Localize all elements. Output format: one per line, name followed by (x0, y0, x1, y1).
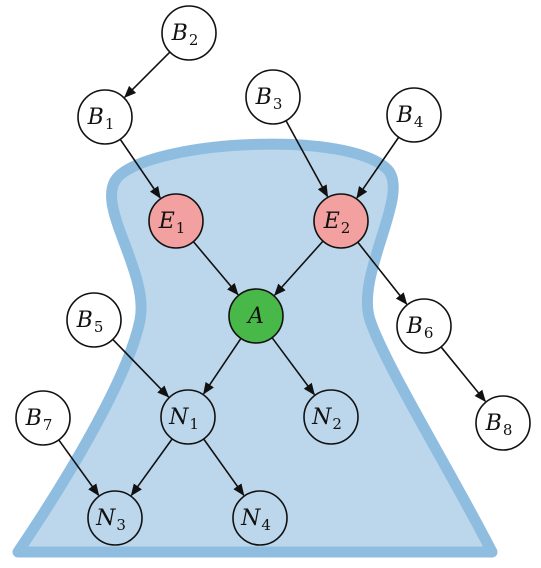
node-label-main: E (158, 209, 175, 234)
node-circle (228, 288, 284, 344)
node-label-main: B (171, 21, 188, 46)
node-label-subscript: 1 (105, 115, 115, 133)
node-circle (77, 89, 133, 145)
node-label: B4 (396, 103, 424, 131)
node-circle (148, 193, 204, 249)
node-N3: N3 (87, 490, 143, 546)
node-B6: B6 (396, 298, 452, 354)
node-N2: N2 (303, 389, 359, 445)
edge-B1-to-E1 (119, 138, 161, 199)
node-E1: E1 (148, 193, 204, 249)
node-label-main: B (25, 406, 42, 431)
node-label: E2 (323, 209, 351, 237)
node-N4: N4 (232, 490, 288, 546)
node-label-subscript: 2 (332, 415, 342, 433)
node-label-subscript: 3 (116, 516, 126, 534)
node-circle (160, 389, 216, 445)
edge-E2-to-A (274, 240, 324, 296)
node-label: N3 (95, 506, 126, 534)
node-label-subscript: 2 (189, 31, 199, 49)
edge-B2-to-B1 (124, 51, 171, 98)
node-circle (475, 395, 531, 451)
node-circle (303, 389, 359, 445)
node-label-subscript: 3 (273, 95, 283, 113)
node-E2: E2 (313, 193, 369, 249)
node-circle (232, 490, 288, 546)
node-label-main: N (240, 506, 261, 531)
node-label: B6 (406, 314, 434, 342)
edge-N1-to-N4 (203, 438, 245, 497)
node-label-subscript: 6 (424, 324, 434, 342)
edge-E2-to-B6 (357, 241, 408, 305)
edge-B7-to-N3 (58, 439, 100, 497)
node-B4: B4 (386, 87, 442, 143)
edge-E1-to-A (192, 241, 239, 296)
node-label: N2 (311, 405, 342, 433)
edges-layer (58, 51, 486, 497)
node-label-main: N (168, 405, 189, 430)
node-A: A (228, 288, 284, 344)
edge-A-to-N2 (271, 337, 315, 396)
node-label-main: E (323, 209, 340, 234)
node-label: B3 (255, 85, 283, 113)
node-label: B7 (25, 406, 53, 434)
node-label: B8 (485, 411, 513, 439)
node-label: B5 (76, 308, 104, 336)
node-circle (396, 298, 452, 354)
node-label: N1 (168, 405, 199, 433)
node-label-main: N (95, 506, 116, 531)
node-label: B2 (171, 21, 199, 49)
node-label-subscript: 5 (94, 318, 104, 336)
node-circle (386, 87, 442, 143)
edge-B3-to-E2 (285, 120, 329, 198)
node-circle (15, 390, 71, 446)
edge-B6-to-B8 (440, 346, 486, 403)
node-circle (313, 193, 369, 249)
node-label-main: B (396, 103, 413, 128)
node-label-subscript: 1 (189, 415, 199, 433)
node-circle (161, 5, 217, 61)
node-circle (66, 292, 122, 348)
node-label-subscript: 4 (414, 113, 424, 131)
node-B3: B3 (245, 69, 301, 125)
node-label-main: B (76, 308, 93, 333)
node-label-subscript: 1 (176, 219, 186, 237)
node-label-main: B (255, 85, 272, 110)
edge-A-to-N1 (202, 337, 242, 395)
node-label: E1 (158, 209, 186, 237)
node-B5: B5 (66, 292, 122, 348)
node-B8: B8 (475, 395, 531, 451)
edge-B5-to-N1 (112, 338, 170, 398)
highlighted-region (12, 138, 498, 558)
node-label-subscript: 8 (503, 421, 513, 439)
node-B7: B7 (15, 390, 71, 446)
node-label-main: B (87, 105, 104, 130)
edge-N1-to-N3 (130, 438, 173, 497)
node-label-main: B (406, 314, 423, 339)
node-B2: B2 (161, 5, 217, 61)
node-label-subscript: 4 (261, 516, 271, 534)
node-circle (87, 490, 143, 546)
node-label: N4 (240, 506, 271, 534)
node-circle (245, 69, 301, 125)
node-label-main: B (485, 411, 502, 436)
node-N1: N1 (160, 389, 216, 445)
node-label: A (246, 304, 264, 329)
node-label-subscript: 2 (341, 219, 351, 237)
node-label-main: N (311, 405, 332, 430)
node-label-subscript: 7 (43, 416, 53, 434)
node-label: B1 (87, 105, 115, 133)
node-label-main: A (246, 304, 264, 329)
node-B1: B1 (77, 89, 133, 145)
edge-B4-to-E2 (356, 136, 400, 199)
